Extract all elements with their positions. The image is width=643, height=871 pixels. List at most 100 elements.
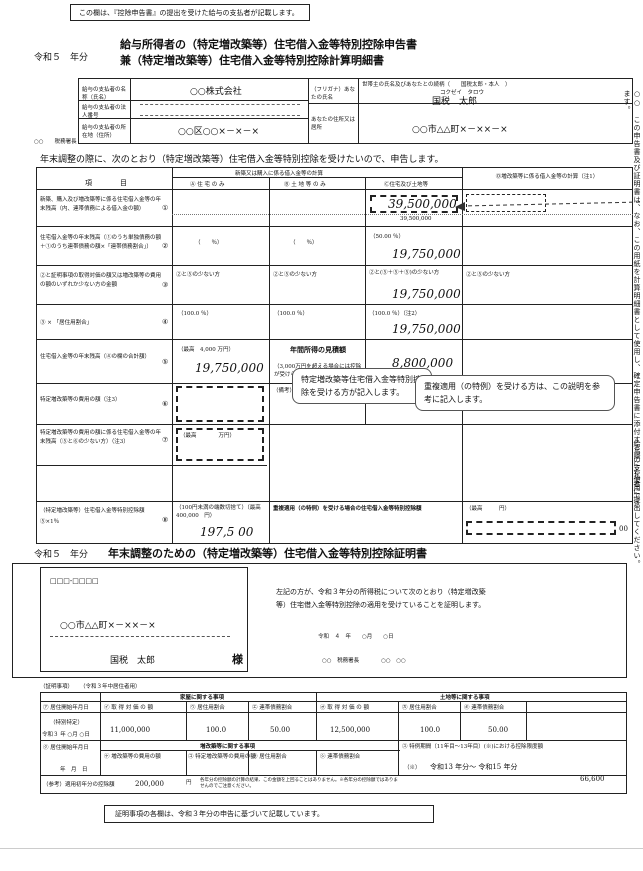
- intro-line: 年末調整の際に、次のとおり（特定増改築等）住宅借入金等特別控除を受けたいので、申…: [40, 155, 444, 165]
- row1-c-highlight: [370, 195, 458, 213]
- row4-c-pct[interactable]: （100.0 ％）（注2）: [369, 311, 421, 317]
- row1-d-box[interactable]: [466, 194, 546, 212]
- land-val-1[interactable]: 12,500,000: [330, 726, 371, 734]
- cert-section-label: （証明事項）: [40, 684, 74, 690]
- col-item-header: 項 目: [85, 179, 127, 187]
- col-d-header: Ⓓ増改築等に係る借入金等の計算（注1）: [495, 174, 599, 180]
- row2-b-pct[interactable]: （ ％）: [290, 240, 318, 246]
- special-value[interactable]: 66,600: [580, 775, 605, 783]
- row7-input[interactable]: [176, 428, 264, 461]
- row6-label: 特定増改築等の費用の額（注3）: [40, 397, 121, 403]
- arrow-icon: [455, 201, 641, 211]
- land-col-1: ㋔ 取 得 対 価 の 額: [320, 705, 369, 711]
- row3-b-note: ②と⑤の少ない方: [273, 272, 318, 278]
- furigana-label: （フリガナ）あなたの氏名: [311, 87, 356, 101]
- cert-body: 左記の方が、令和３年分の所得税について次のとおり（特定増改築等）住宅借入金等特別…: [276, 588, 486, 609]
- cert-address: ○○市△△町×－××－×: [60, 621, 156, 631]
- cert-date: 令和 ４ 年 ○月 ○日: [318, 634, 394, 640]
- row3-a-note: ②と⑤の少ない方: [176, 272, 221, 278]
- cert-table: [40, 692, 627, 794]
- corp-no-boxes[interactable]: [140, 104, 300, 116]
- row6-input[interactable]: [176, 386, 264, 422]
- dup-limit: （最高 円）: [466, 506, 511, 512]
- row3-c-note: ②と(⑤＋⑤＋⑤)の少ない方: [369, 270, 440, 276]
- bottom-note: 証明事項の各欄は、令和３年分の申告に基づいて記載しています。: [104, 805, 434, 823]
- remarks-label: （備考）: [273, 388, 296, 394]
- move-in-date[interactable]: 令和３ 年 ○月 ○日: [42, 732, 90, 738]
- house-group: 家屋に関する事項: [180, 695, 225, 701]
- employer-address: ○○区○○×－×－×: [178, 127, 260, 137]
- party-block: [78, 78, 633, 144]
- land-col-2: ㋕ 居住用割合: [402, 705, 437, 711]
- house-col-2: ㋒ 居住用割合: [190, 705, 225, 711]
- house-val-1[interactable]: 11,000,000: [110, 726, 151, 734]
- income-label: 年間所得の見積額: [290, 345, 346, 354]
- row2-c-pct[interactable]: （50.00 ％）: [370, 234, 404, 240]
- dup-suffix: 00: [619, 525, 628, 533]
- reno-group: 増改築等に関する事項: [200, 744, 256, 750]
- cert-name: 国税 太郎: [110, 656, 156, 666]
- furigana-value: コクゼイ タロウ: [440, 90, 485, 96]
- callout-left: 特定増改築等住宅借入金等特別控除を受ける方が記入します。: [292, 368, 432, 404]
- row4-num: ④: [162, 318, 169, 326]
- income-value[interactable]: 8,800,000: [392, 356, 454, 370]
- row4-a-pct[interactable]: （100.0 ％）: [178, 311, 212, 317]
- row1-c-sub[interactable]: 39,500,000: [400, 216, 432, 222]
- row4-b-pct[interactable]: （100.0 ％）: [274, 311, 308, 317]
- row3-c-value[interactable]: 19,750,000: [392, 287, 461, 301]
- land-val-2[interactable]: 100.0: [420, 726, 441, 734]
- row7-num: ⑦: [162, 436, 169, 444]
- row2-c-value[interactable]: 19,750,000: [392, 247, 461, 261]
- reno-col-3: ㋚ 居住用割合: [252, 754, 287, 760]
- ref-value[interactable]: 200,000: [135, 780, 164, 788]
- col-a-header: Ⓐ 住 宅 の み: [190, 182, 225, 188]
- row5-total[interactable]: 19,750,000: [195, 361, 264, 375]
- reno-col-4: ㋛ 連帯債務割合: [320, 754, 361, 760]
- row7-label: 特定増改築等の費用の額に係る住宅借入金等の年末残高（⑤と⑥の少ない方）（注3）: [40, 430, 162, 445]
- row5-limit: （最高 4,000 万円）: [178, 347, 234, 353]
- row1-num: ①: [162, 204, 169, 212]
- row8-value[interactable]: 197,5 00: [200, 525, 254, 539]
- dup-label: 重複適用（の特例）を受ける場合の住宅借入金等特別控除額: [273, 506, 422, 512]
- row3-num: ③: [162, 281, 169, 289]
- year-label: 令和５ 年分: [34, 53, 89, 63]
- row8-label: （特定増改築等）住宅借入金等特別控除額 ⑤×1％: [40, 508, 151, 525]
- ref-note: 各年分の控除額の計算の結果、この金額を上回ることはありません。※各年分の控除額で…: [200, 778, 398, 789]
- row2-a-pct[interactable]: （ ％）: [195, 240, 223, 246]
- special-period-label: ㋜ 特例期間（11年目～13年目）(※)における控除限度額: [402, 744, 544, 750]
- calc-table: [36, 167, 633, 544]
- employee-name: 国税 太郎: [432, 97, 478, 107]
- cert-title: 年末調整のための（特定増改築等）住宅借入金等特別控除証明書: [108, 547, 427, 560]
- row2-num: ②: [162, 242, 169, 250]
- row3-label: ②と証明事項の取得対価の額又は増改築等の費用の額のいずれか少ない方の金額: [40, 273, 162, 288]
- address-window: [40, 567, 248, 672]
- row1-c-value[interactable]: 39,500,000: [388, 197, 457, 211]
- reno-col-2: ㋙ 特定増改築等の費用の額: [188, 754, 256, 760]
- house-val-3[interactable]: 50.00: [270, 726, 291, 734]
- cert-office: ○○ 税務署長 ○○ ○○: [322, 658, 406, 664]
- col-group-header: 新築又は購入に係る借入金等の計算: [235, 171, 324, 177]
- side-note-top: ○○ この申告書及び証明書は、なお、この用紙を計算明細書として使用し、確定申告書…: [623, 90, 641, 508]
- cert-honorific: 様: [232, 653, 243, 666]
- callout-right: 重複適用（の特例）を受ける方は、この説明を参考に記入します。: [415, 375, 615, 411]
- dup-input[interactable]: [466, 521, 616, 535]
- row1-label: 新築、購入及び増改築等に係る住宅借入金等の年末残高（内、連帯債務による借入金の額…: [40, 197, 162, 212]
- row7-limit: （最高 万円）: [180, 433, 236, 439]
- reno-col-1: ㋘ 増改築等の費用の額: [104, 754, 161, 760]
- house-col-3: ㋓ 連帯債務割合: [252, 705, 293, 711]
- top-note: この欄は、『控除申告書』の提出を受けた給与の支払者が記載します。: [70, 4, 310, 21]
- row4-c-value[interactable]: 19,750,000: [392, 322, 461, 336]
- form-subtitle: 兼（特定増改築等）住宅借入金等特別控除計算明細書: [120, 54, 384, 67]
- reno-move-in-label: ㋗ 居住開始年月日: [43, 745, 89, 751]
- row6-num: ⑥: [162, 400, 169, 408]
- row3-d-note: ②と⑤の少ない方: [466, 272, 511, 278]
- special-year[interactable]: 令和13 年分～ 令和15 年分: [430, 763, 518, 771]
- employee-address: ○○市△△町×－××－×: [412, 125, 508, 135]
- land-val-3[interactable]: 50.00: [488, 726, 509, 734]
- land-col-3: ㋖ 連帯債務割合: [464, 705, 505, 711]
- reno-date[interactable]: 年 月 日: [60, 767, 88, 773]
- employer-name: ○○株式会社: [190, 87, 242, 97]
- house-val-2[interactable]: 100.0: [206, 726, 227, 734]
- row8-num: ⑧: [162, 516, 169, 524]
- land-group: 土地等に関する事項: [440, 695, 490, 701]
